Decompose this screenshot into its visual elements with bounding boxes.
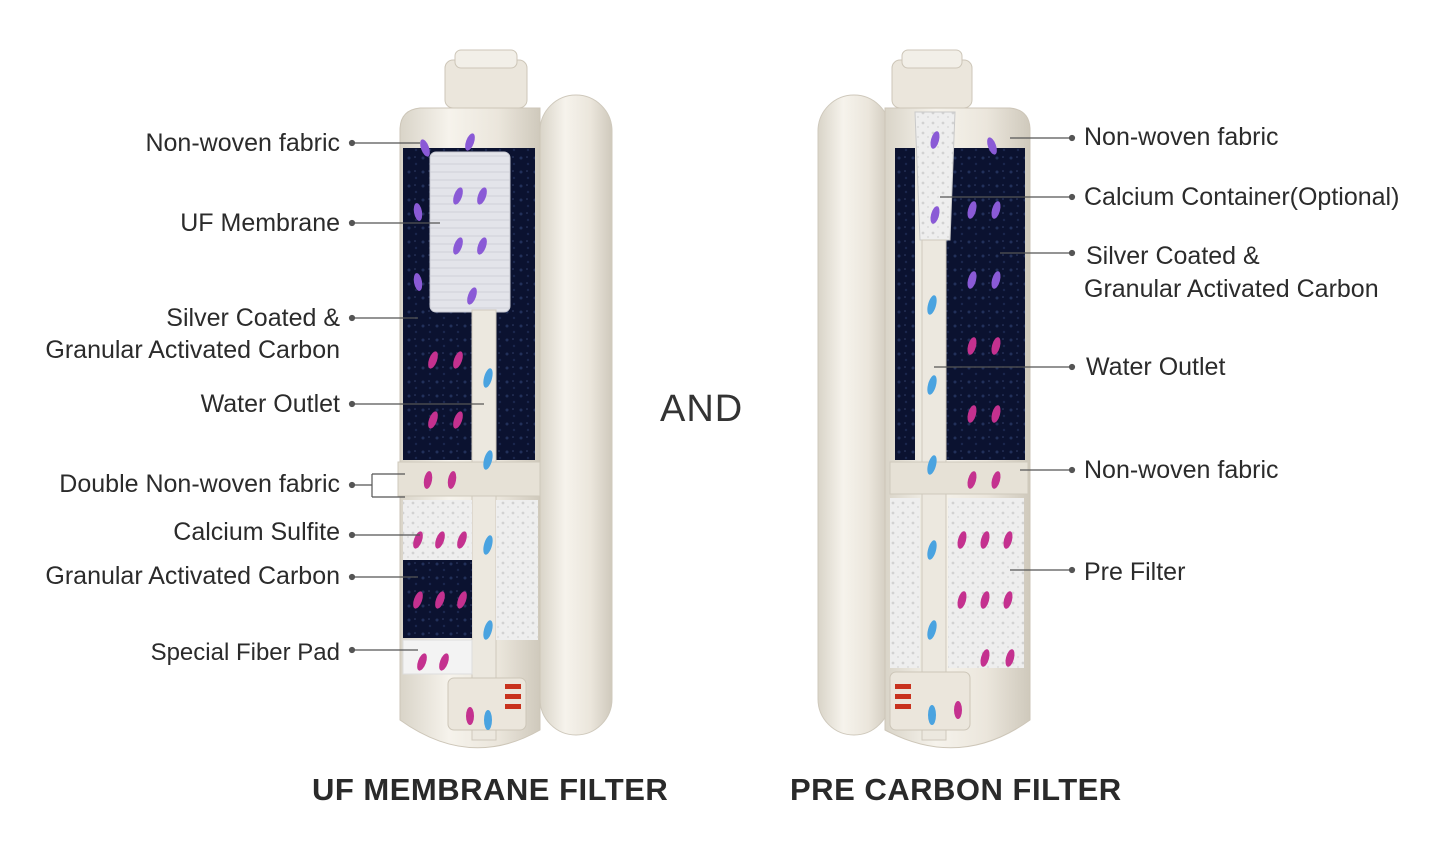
pc-label-non-woven-fabric-top: Non-woven fabric <box>1084 123 1279 151</box>
uf-label-calcium-sulfite: Calcium Sulfite <box>173 518 340 546</box>
pc-label-pre-filter: Pre Filter <box>1084 558 1186 586</box>
pc-label-non-woven-fabric-bottom: Non-woven fabric <box>1084 456 1279 484</box>
pc-label-granular-activated-carbon: Granular Activated Carbon <box>1084 275 1379 303</box>
uf-membrane-filter-caption: UF MEMBRANE FILTER <box>312 772 669 807</box>
pre-carbon-filter-caption: PRE CARBON FILTER <box>790 772 1122 807</box>
uf-membrane-filter-body <box>397 49 613 749</box>
and-connector: AND <box>660 388 744 430</box>
uf-label-non-woven-fabric: Non-woven fabric <box>145 129 340 157</box>
uf-leader-lines <box>348 139 484 654</box>
pre-carbon-leader-lines <box>934 134 1076 574</box>
pc-label-water-outlet: Water Outlet <box>1086 353 1226 381</box>
uf-label-water-outlet: Water Outlet <box>200 390 340 418</box>
pc-label-silver-coated: Silver Coated & <box>1086 242 1260 270</box>
uf-label-silver-coated: Silver Coated & <box>166 304 340 332</box>
pc-label-calcium-container: Calcium Container(Optional) <box>1084 183 1400 211</box>
uf-label-uf-membrane: UF Membrane <box>180 209 340 237</box>
uf-label-granular-activated-carbon-top: Granular Activated Carbon <box>45 336 340 364</box>
pre-carbon-filter-body <box>817 49 1031 749</box>
uf-label-double-non-woven-fabric: Double Non-woven fabric <box>59 470 340 498</box>
uf-label-special-fiber-pad: Special Fiber Pad <box>150 639 340 666</box>
uf-label-granular-activated-carbon-bottom: Granular Activated Carbon <box>45 562 340 590</box>
